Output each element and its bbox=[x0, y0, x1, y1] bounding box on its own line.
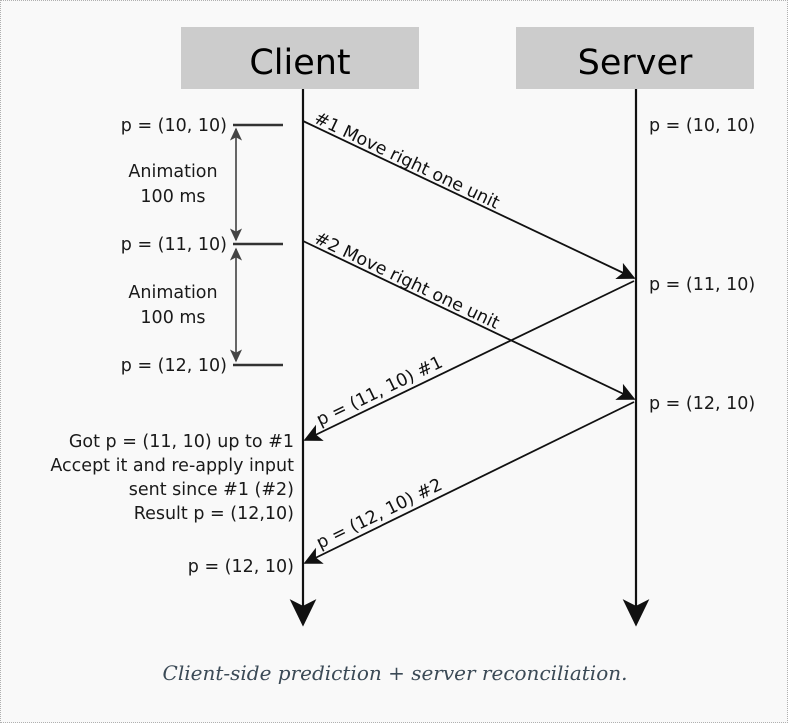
message-response-1-label: p = (11, 10) #1 bbox=[313, 353, 446, 431]
participant-client-box bbox=[181, 27, 419, 89]
message-request-2-label: #2 Move right one unit bbox=[311, 228, 503, 333]
animation-note-1: Animation 100 ms bbox=[128, 162, 217, 207]
reconcile-line-2: Accept it and re-apply input bbox=[50, 456, 294, 476]
message-request-1-line bbox=[302, 120, 636, 279]
animation-note-2: Animation 100 ms bbox=[128, 283, 217, 328]
animation-note-1-line1: Animation bbox=[128, 162, 217, 182]
message-request-2-line bbox=[302, 240, 636, 400]
reconcile-line-3: sent since #1 (#2) bbox=[129, 480, 294, 500]
reconcile-line-4: Result p = (12,10) bbox=[134, 504, 294, 524]
participant-server-label: Server bbox=[578, 43, 693, 83]
client-state-label-3: p = (12, 10) bbox=[121, 356, 227, 376]
animation-note-2-line2: 100 ms bbox=[140, 308, 205, 328]
participant-client[interactable]: Client bbox=[181, 27, 419, 89]
message-request-1-label: #1 Move right one unit bbox=[311, 108, 503, 213]
client-state-label-1: p = (10, 10) bbox=[121, 116, 227, 136]
server-state-label-1: p = (10, 10) bbox=[649, 116, 755, 136]
client-final-state-label: p = (12, 10) bbox=[188, 557, 294, 577]
figure-caption: Client-side prediction + server reconcil… bbox=[163, 661, 628, 685]
animation-note-1-line2: 100 ms bbox=[140, 187, 205, 207]
animation-note-2-line1: Animation bbox=[128, 283, 217, 303]
participant-server-box bbox=[516, 27, 754, 89]
client-reconciliation-note: Got p = (11, 10) up to #1 Accept it and … bbox=[50, 432, 294, 524]
participant-client-label: Client bbox=[249, 43, 350, 83]
reconcile-line-1: Got p = (11, 10) up to #1 bbox=[69, 432, 294, 452]
participant-server[interactable]: Server bbox=[516, 27, 754, 89]
message-response-1-line bbox=[303, 280, 635, 441]
message-response-2-line bbox=[303, 401, 635, 564]
server-state-label-3: p = (12, 10) bbox=[649, 394, 755, 414]
client-state-label-2: p = (11, 10) bbox=[121, 235, 227, 255]
server-state-label-2: p = (11, 10) bbox=[649, 275, 755, 295]
message-response-2-label: p = (12, 10) #2 bbox=[313, 475, 445, 553]
message-response-2[interactable]: p = (12, 10) #2 bbox=[303, 401, 635, 564]
